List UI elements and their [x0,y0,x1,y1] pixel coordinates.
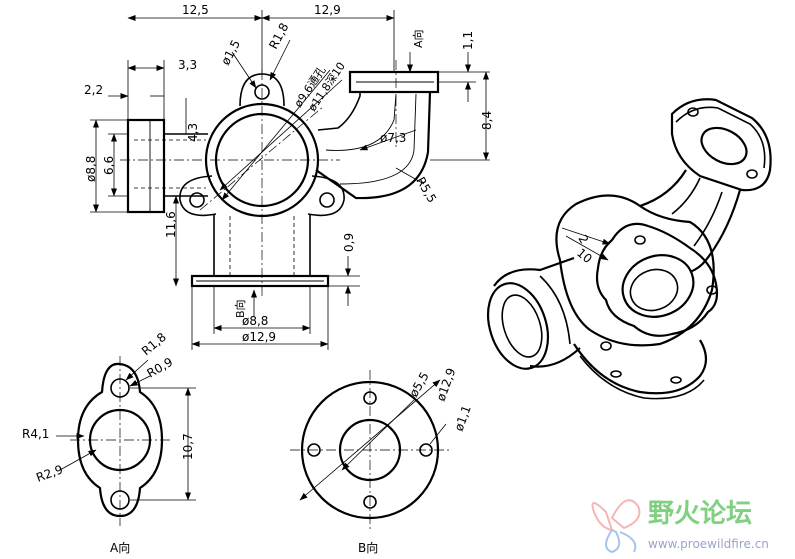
watermark: 野火论坛 www.proewildfire.cn [591,499,769,554]
left-lobe-hole [189,192,205,208]
dim-4-3: 4,3 [186,123,200,142]
elbow-outer [315,91,432,200]
view-a: R1,8 R0,9 R4,1 R2,9 10,7 A向 [22,330,196,555]
view-b: ø5,5 ø12,9 ø1,1 B向 [290,366,474,555]
view-b-dia-1-1: ø1,1 [452,403,474,433]
a-direction-marker: A向 [411,29,425,48]
iso-main-bore [621,254,695,318]
iso-dim-2: 2 [575,233,591,247]
dim-dia-8-8-left: ø8,8 [84,156,98,182]
dim-2-2: 2,2 [84,83,103,97]
view-b-dia-12-9: ø12,9 [434,366,459,403]
view-a-label: A向 [110,540,130,555]
view-a-r1-8: R1,8 [139,330,169,358]
dim-6-6: 6,6 [102,156,116,175]
view-b-dia-5-5: ø5,5 [406,370,431,400]
dim-dia-7-3: ø7,3 [380,131,406,145]
dim-dia-8-8-bottom: ø8,8 [242,314,268,328]
watermark-url: www.proewildfire.cn [648,537,769,551]
isometric-view: 2 10 [487,98,772,400]
dim-11-6: 11,6 [164,211,178,238]
main-view: 12,5 12,9 3,3 2,2 ø8,8 6,6 4,3 11,6 0,9 [84,3,494,350]
view-b-label: B向 [358,540,378,555]
iso-main-body [555,194,715,347]
dim-0-9: 0,9 [342,233,356,252]
left-pipe-flange [126,118,166,214]
watermark-butterfly-logo [591,499,641,554]
b-direction-marker: B向 [233,299,247,318]
dim-8-4: 8,4 [480,111,494,130]
dim-3-3: 3,3 [178,58,197,72]
dim-12-9-top: 12,9 [314,3,341,17]
left-lobe [179,175,217,217]
iso-top-flange [670,98,772,192]
view-a-r2-9: R2,9 [34,462,65,485]
iso-top-flange-bore [700,126,748,166]
dim-dia-12-9-bottom: ø12,9 [242,330,276,344]
dim-r1-8-top: R1,8 [266,21,291,52]
view-a-flange-outline [76,362,164,518]
view-a-r0-9: R0,9 [145,355,176,381]
view-a-10-7: 10,7 [181,433,195,460]
right-lobe-hole [319,192,335,208]
elbow-inner [317,92,361,131]
bottom-flange [190,274,330,288]
watermark-forum-name: 野火论坛 [648,499,752,529]
dim-1-1-right: 1,1 [461,31,475,50]
iso-front-lobed-flange [595,222,719,337]
dim-r5-5: R5,5 [413,175,439,206]
view-a-r4-1: R4,1 [22,427,49,441]
dim-12-5: 12,5 [182,3,209,17]
iso-left-pipe-opening [487,282,549,370]
iso-dim-10: 10 [574,246,595,267]
iso-bottom-flange [573,339,708,395]
